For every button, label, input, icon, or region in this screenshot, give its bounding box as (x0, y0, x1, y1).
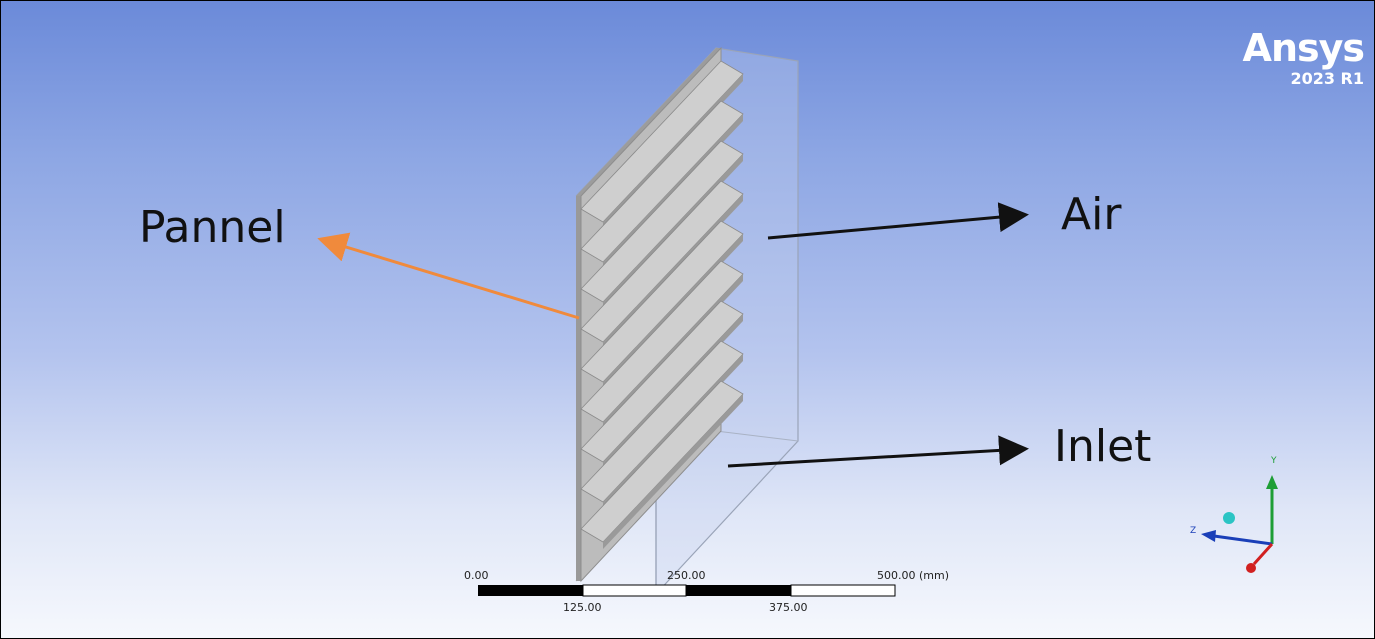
triad-ball-icon (1223, 512, 1235, 524)
scale-tick-0: 0.00 (464, 569, 489, 582)
logo-version: 2023 R1 (1290, 69, 1364, 88)
logo-name: Ansys (1242, 26, 1365, 70)
scale-tick-250: 250.00 (667, 569, 706, 582)
z-axis-icon (1213, 534, 1273, 546)
y-axis-label: Y (1270, 456, 1277, 466)
scale-tick-125: 125.00 (563, 601, 602, 614)
scale-tick-500: 500.00 (mm) (877, 569, 949, 582)
air-label: Air (1061, 189, 1122, 240)
ansys-logo: Ansys 2023 R1 (1242, 26, 1365, 88)
coordinate-triad[interactable]: Y Z (1190, 456, 1278, 573)
inlet-label: Inlet (1054, 421, 1152, 472)
panel-body[interactable] (576, 46, 744, 583)
x-axis-icon (1252, 542, 1274, 566)
z-axis-label: Z (1190, 526, 1196, 536)
scale-tick-375: 375.00 (769, 601, 808, 614)
inlet-arrow (727, 435, 1029, 468)
panel-fins (580, 60, 744, 549)
pannel-arrow (317, 232, 580, 320)
panel-fin-edge (603, 394, 743, 549)
air-arrow (767, 202, 1029, 240)
scale-bar (478, 584, 896, 597)
pannel-label: Pannel (139, 202, 286, 253)
